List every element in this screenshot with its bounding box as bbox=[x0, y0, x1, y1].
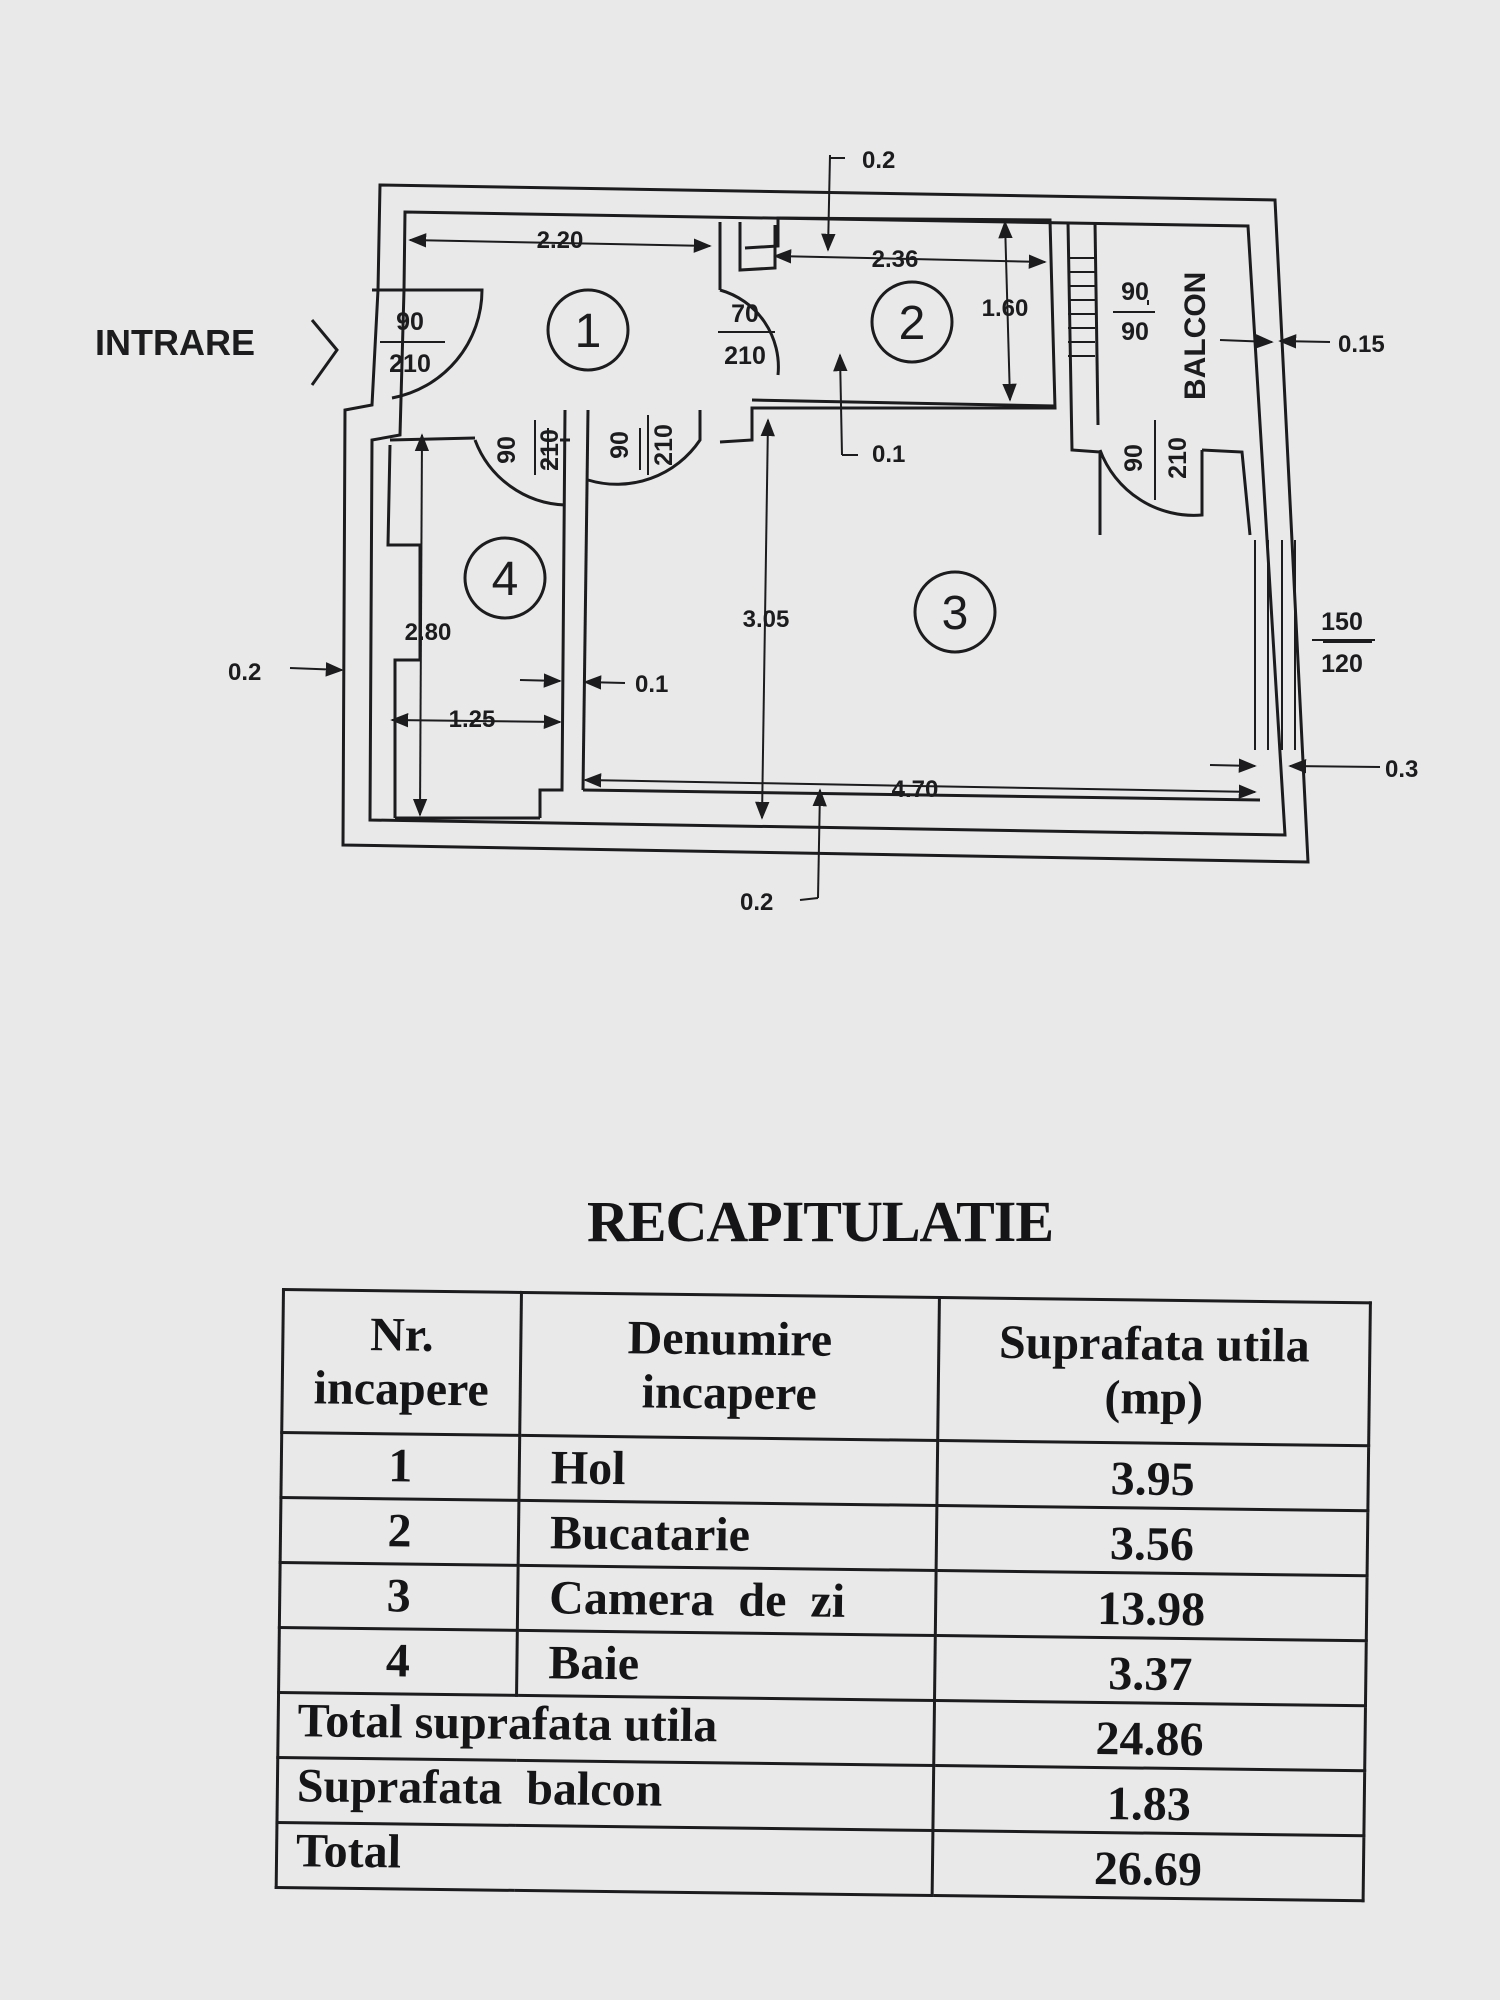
dim-bath-width: 1.25 bbox=[449, 706, 496, 733]
balcony-door-swing bbox=[1098, 449, 1204, 517]
door-balcony-window-height: 90 bbox=[1121, 318, 1149, 346]
room-1-number: 1 bbox=[575, 305, 602, 358]
row-name: Hol bbox=[518, 1435, 938, 1506]
room-4-marker bbox=[463, 536, 547, 620]
door-bath-width: 90 bbox=[493, 436, 521, 464]
row-nr: 2 bbox=[280, 1497, 519, 1566]
dim-wall-kitchen: 0.1 bbox=[872, 441, 905, 468]
living-door-swing bbox=[587, 410, 702, 486]
door-entrance-height: 210 bbox=[389, 350, 431, 378]
door-balcony-width: 90 bbox=[1120, 444, 1148, 472]
summary-table: Nr. incapere Denumire incapere Suprafata… bbox=[275, 1288, 1372, 1902]
door-balcony-height: 210 bbox=[1164, 437, 1192, 479]
dim-wall-bath: 0.1 bbox=[635, 671, 668, 698]
door-window-width: 150 bbox=[1321, 608, 1363, 636]
dim-hol-width: 2.20 bbox=[537, 227, 584, 254]
room-1-marker bbox=[546, 288, 630, 372]
partition-hol-kitchen bbox=[718, 222, 777, 290]
door-window-height: 120 bbox=[1321, 650, 1363, 678]
door-living-width: 90 bbox=[606, 431, 634, 459]
balcony-label: BALCON bbox=[1179, 272, 1212, 400]
door-living-height: 210 bbox=[650, 424, 678, 466]
floor-plan: 1 2 3 4 INTRARE BALCON 2.20 2.36 1.60 3.… bbox=[95, 147, 1418, 916]
inner-wall-contour bbox=[368, 210, 1287, 837]
dim-bath-depth: 2.80 bbox=[405, 619, 452, 646]
partition-balcony-bottom bbox=[1201, 448, 1252, 536]
entrance-door-swing bbox=[372, 288, 484, 400]
total-area: 24.86 bbox=[933, 1700, 1366, 1771]
window-hatch bbox=[1254, 540, 1296, 750]
row-area: 3.95 bbox=[936, 1440, 1369, 1511]
dim-wall-top: 0.2 bbox=[862, 147, 895, 174]
summary-header-row: Nr. incapere Denumire incapere Suprafata… bbox=[281, 1289, 1371, 1446]
row-nr: 1 bbox=[280, 1432, 520, 1501]
header-name: Denumire incapere bbox=[519, 1292, 940, 1441]
door-balcony-window-width: 90 bbox=[1121, 278, 1149, 306]
room-2-marker bbox=[870, 280, 954, 364]
header-area: Suprafata utila (mp) bbox=[937, 1297, 1371, 1446]
entrance-arrow-icon bbox=[310, 319, 339, 386]
row-area: 3.56 bbox=[936, 1505, 1368, 1576]
dim-wall-right: 0.3 bbox=[1385, 756, 1418, 783]
outer-wall bbox=[341, 183, 1310, 864]
row-nr: 4 bbox=[278, 1627, 518, 1696]
partition-balcony-left bbox=[1066, 221, 1102, 535]
entrance-label: INTRARE bbox=[95, 322, 255, 363]
row-name: Camera de zi bbox=[517, 1565, 937, 1636]
row-area: 13.98 bbox=[935, 1570, 1368, 1641]
room-3-number: 3 bbox=[942, 587, 969, 640]
partition-bath-bottom bbox=[395, 788, 1261, 820]
room-3-marker bbox=[913, 570, 997, 654]
dim-wall-bottom: 0.2 bbox=[740, 889, 773, 916]
row-area: 3.37 bbox=[934, 1635, 1367, 1706]
dim-living-width: 4.70 bbox=[892, 776, 939, 803]
dim-wall-balcony: 0.15 bbox=[1338, 331, 1385, 358]
door-kitchen-width: 70 bbox=[731, 300, 759, 328]
balcony-window-hatch bbox=[1068, 257, 1095, 357]
partition-kitchen-block bbox=[719, 216, 1057, 444]
total-row: Total 26.69 bbox=[276, 1822, 1364, 1901]
total-area: 1.83 bbox=[932, 1765, 1365, 1836]
partition-kitchen-living bbox=[751, 398, 1056, 408]
door-kitchen-height: 210 bbox=[724, 342, 766, 370]
row-name: Baie bbox=[516, 1630, 936, 1701]
door-bath-height: 210 bbox=[536, 429, 564, 471]
room-4-number: 4 bbox=[492, 553, 519, 606]
total-label: Total suprafata utila bbox=[277, 1692, 935, 1766]
partition-balcony-left-2 bbox=[1093, 221, 1100, 426]
dim-living-depth: 3.05 bbox=[743, 606, 790, 633]
summary-title: RECAPITULATIE bbox=[586, 1189, 1054, 1254]
dim-wall-left: 0.2 bbox=[228, 659, 261, 686]
total-label: Total bbox=[276, 1822, 933, 1896]
kitchen-door-swing bbox=[719, 288, 780, 376]
row-nr: 3 bbox=[279, 1562, 519, 1631]
dim-kitchen-depth: 1.60 bbox=[982, 295, 1029, 322]
bath-door-swing bbox=[473, 439, 566, 507]
dimension-lines bbox=[289, 154, 1381, 901]
partition-bath-right bbox=[538, 409, 567, 818]
total-area: 26.69 bbox=[932, 1830, 1364, 1901]
header-nr: Nr. incapere bbox=[281, 1289, 522, 1436]
room-2-number: 2 bbox=[899, 297, 926, 350]
door-entrance-width: 90 bbox=[396, 308, 424, 336]
dim-kitchen-width: 2.36 bbox=[872, 246, 919, 273]
row-name: Bucatarie bbox=[518, 1500, 937, 1571]
partition-bath-right-2 bbox=[581, 409, 590, 791]
total-label: Suprafata balcon bbox=[276, 1757, 934, 1831]
